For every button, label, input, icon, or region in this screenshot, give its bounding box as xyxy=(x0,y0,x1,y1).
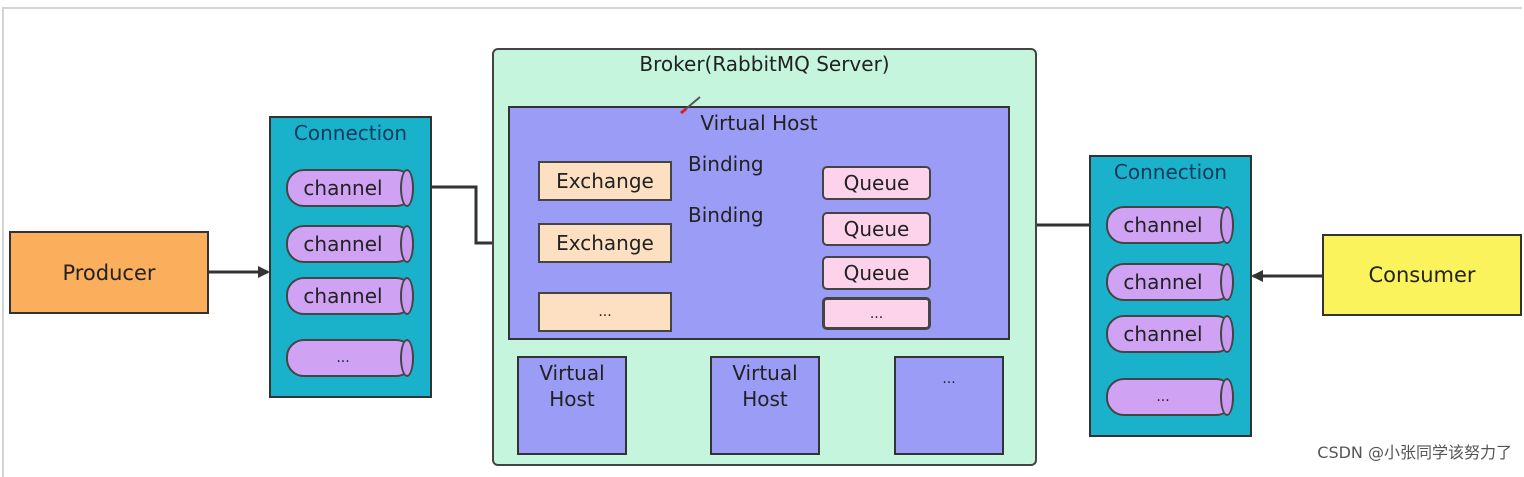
virtual-host-title: Virtual Host xyxy=(700,111,818,135)
left-channel-1: channel xyxy=(286,169,414,207)
left-connection-title: Connection xyxy=(293,121,408,145)
right-channel-more: ... xyxy=(1106,378,1234,416)
left-channel-more: ... xyxy=(286,339,414,377)
binding-label-1: Binding xyxy=(688,152,764,176)
producer-label: Producer xyxy=(62,260,156,285)
virtual-host-more: ... xyxy=(894,356,1004,455)
virtual-host-3: Virtual Host xyxy=(710,356,820,455)
queue-3: Queue xyxy=(822,256,931,290)
exchange-2: Exchange xyxy=(538,223,672,263)
binding-label-2: Binding xyxy=(688,203,764,227)
virtual-host-2: Virtual Host xyxy=(517,356,627,455)
queue-more: ... xyxy=(822,297,931,330)
left-channel-2: channel xyxy=(286,225,414,263)
consumer-label: Consumer xyxy=(1368,263,1476,287)
broker-title: Broker(RabbitMQ Server) xyxy=(639,52,890,76)
exchange-more: ... xyxy=(538,292,672,332)
queue-2: Queue xyxy=(822,212,931,246)
right-channel-3: channel xyxy=(1106,315,1234,353)
consumer-box: Consumer xyxy=(1322,234,1522,316)
exchange-1: Exchange xyxy=(538,161,672,201)
diagram-frame xyxy=(2,7,1522,477)
right-connection-title: Connection xyxy=(1113,160,1228,184)
right-channel-1: channel xyxy=(1106,206,1234,244)
watermark: CSDN @小张同学该努力了 xyxy=(1317,443,1512,462)
left-channel-3: channel xyxy=(286,277,414,315)
pen-cursor-icon xyxy=(680,96,701,115)
producer-box: Producer xyxy=(9,231,209,314)
right-channel-2: channel xyxy=(1106,263,1234,301)
queue-1: Queue xyxy=(822,166,931,200)
